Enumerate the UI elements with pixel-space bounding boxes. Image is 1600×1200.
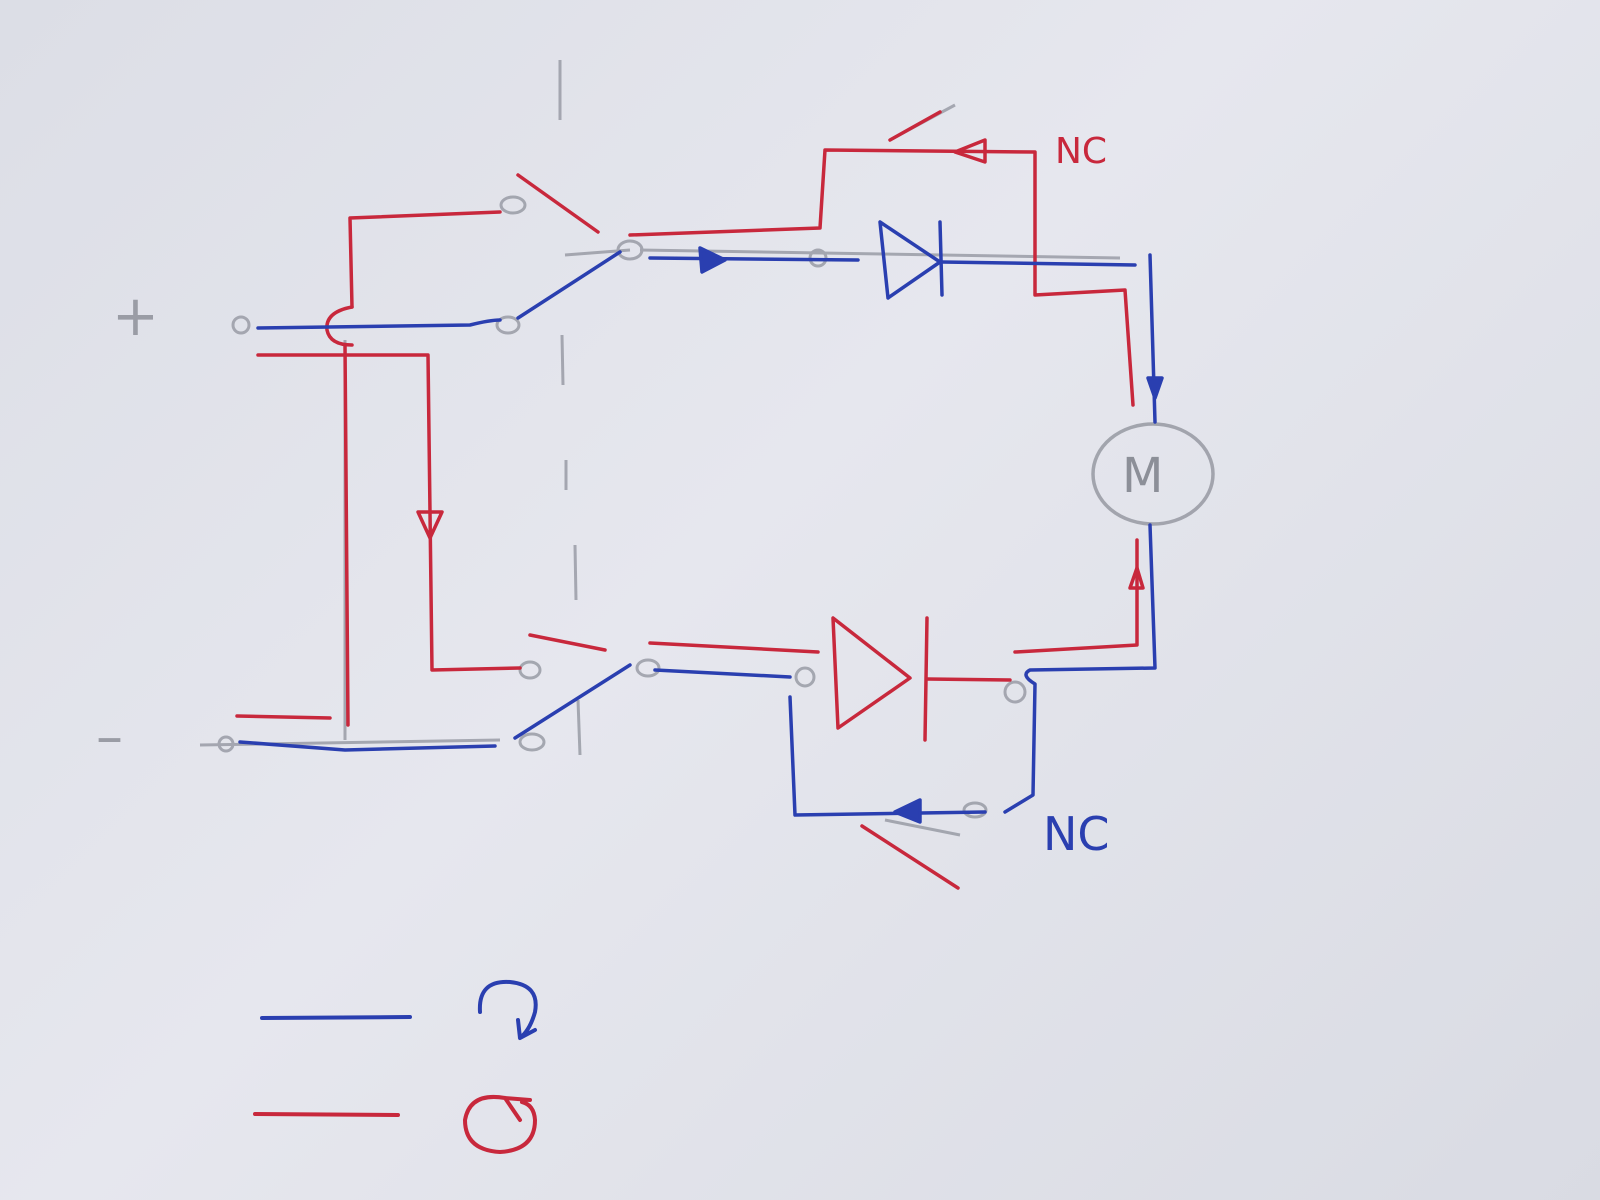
red-switch-bottom-blade: [528, 633, 607, 652]
blue-wire-bottom-left: [653, 668, 792, 679]
bottom-switch-contact-a: [518, 660, 542, 680]
pencil-layer: [199, 60, 1215, 837]
bottom-diode-bar: [923, 616, 929, 742]
blue-wire-motor-return: [1003, 523, 1157, 814]
nc-top-label: NC: [1055, 131, 1107, 172]
top-switch-contact-a: [499, 195, 527, 215]
red-wire-bottom-mid: [648, 641, 820, 654]
blue-wire-bottom-nc: [788, 695, 987, 817]
red-wire-minus: [235, 714, 332, 720]
legend: [253, 979, 538, 1155]
red-wire-left-rail: [256, 353, 522, 672]
blue-wire-top-rail: [648, 256, 860, 262]
red-wire-top-nc-blade: [888, 110, 942, 142]
red-wire-top-left: [348, 210, 502, 309]
red-wire-left-vertical: [343, 343, 350, 727]
bottom-diode-node: [794, 666, 816, 688]
red-wire-crossover: [325, 305, 354, 347]
red-arrow-motor-up: [1128, 566, 1145, 590]
red-wire-diode-right: [925, 677, 1012, 682]
blue-switch-top-blade: [516, 250, 622, 320]
legend-blue-line: [260, 1015, 412, 1020]
red-wire-bottom-right: [1013, 538, 1139, 654]
bottom-switch-contact-b: [518, 732, 546, 752]
blue-wire-minus-rail: [238, 740, 497, 752]
bottom-nc-contact: [962, 801, 988, 819]
motor-circle: [1091, 422, 1215, 526]
divider-dash-4: [573, 544, 578, 601]
pencil-top-rail: [639, 248, 1121, 260]
plus-label: +: [112, 284, 159, 349]
blue-arrow-top: [698, 246, 727, 274]
blue-arrow-motor-down: [1146, 376, 1164, 400]
divider-dash-2: [560, 334, 565, 386]
minus-label: –: [96, 705, 123, 768]
bottom-right-node: [1003, 680, 1027, 704]
blue-switch-bottom-blade: [513, 663, 632, 740]
divider-dash-5: [576, 699, 582, 756]
plus-terminal: [231, 315, 251, 335]
red-circuit: [235, 110, 1145, 890]
red-arrow-left-down: [416, 510, 444, 540]
red-wire-top-mid: [628, 148, 1135, 407]
red-wire-bottom-nc-blade: [860, 824, 960, 890]
top-diode-triangle: [878, 220, 942, 300]
red-arrow-top-nc: [953, 138, 987, 164]
top-switch-contact-b: [495, 315, 521, 335]
blue-wire-plus-rail: [256, 318, 502, 330]
bottom-switch-common: [635, 658, 661, 678]
top-diode-bar: [938, 220, 944, 297]
blue-arrow-bottom-nc: [893, 798, 922, 824]
legend-red-line: [253, 1112, 400, 1117]
nc-bottom-label: NC: [1043, 807, 1110, 861]
bottom-diode-triangle: [831, 616, 912, 730]
red-switch-top-blade: [516, 173, 600, 234]
counterclockwise-rotation-icon: [462, 1095, 538, 1155]
blue-wire-top-right: [940, 260, 1137, 267]
motor-label: M: [1122, 448, 1163, 504]
clockwise-rotation-icon: [477, 979, 538, 1040]
pencil-bottom-nc-blade: [884, 818, 961, 837]
blue-circuit: [238, 220, 1164, 824]
